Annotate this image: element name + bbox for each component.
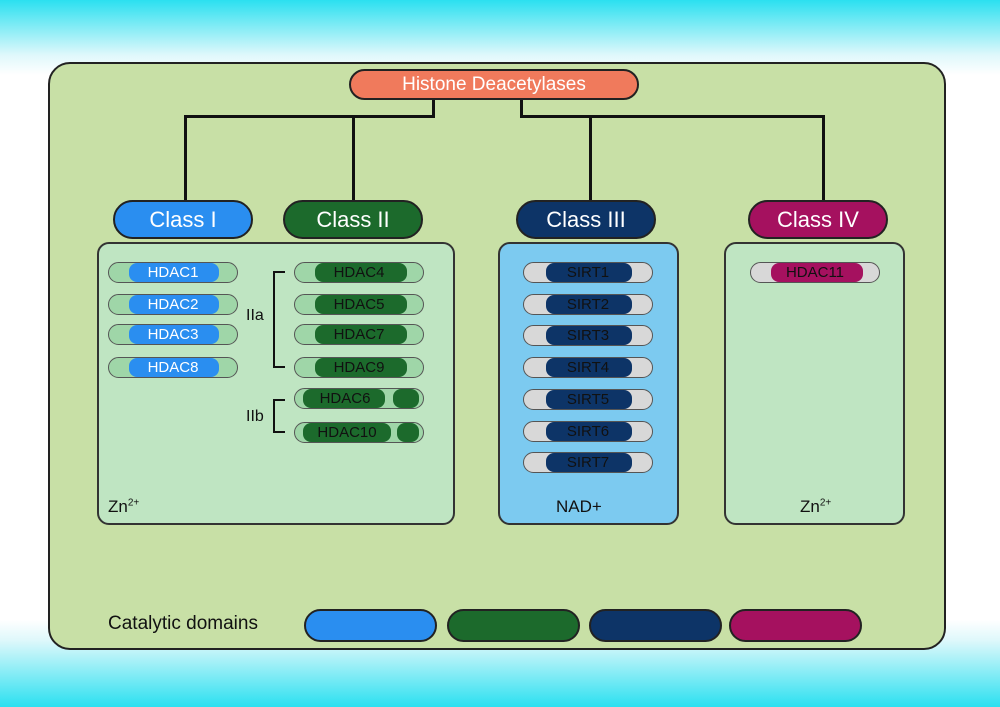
class-iii-pill: Class III <box>516 200 656 239</box>
protein-hdac6: HDAC6 <box>294 388 424 409</box>
legend-swatch-class-iii <box>589 609 722 642</box>
connector <box>352 115 355 201</box>
protein-label: SIRT2 <box>566 296 610 313</box>
catalytic-domain <box>129 263 219 282</box>
catalytic-domain <box>771 263 863 282</box>
connector <box>520 115 825 118</box>
protein-hdac5: HDAC5 <box>294 294 424 315</box>
protein-sirt6: SIRT6 <box>523 421 653 442</box>
protein-hdac2: HDAC2 <box>108 294 238 315</box>
iib-label: IIb <box>246 408 264 425</box>
connector <box>589 115 592 201</box>
protein-sirt2: SIRT2 <box>523 294 653 315</box>
legend-swatch-class-i <box>304 609 437 642</box>
protein-hdac4: HDAC4 <box>294 262 424 283</box>
zn-cofactor-label: Zn2+ <box>108 497 139 517</box>
catalytic-domain <box>315 295 407 314</box>
legend-swatch-class-ii <box>447 609 580 642</box>
protein-hdac9: HDAC9 <box>294 357 424 378</box>
protein-hdac10: HDAC10 <box>294 422 424 443</box>
catalytic-domain <box>129 358 219 377</box>
class-ii-pill: Class II <box>283 200 423 239</box>
catalytic-domain <box>546 326 632 345</box>
class-i-ii-box <box>97 242 455 525</box>
catalytic-domain <box>303 389 385 408</box>
zn-charge: 2+ <box>819 497 832 509</box>
catalytic-domain <box>546 295 632 314</box>
catalytic-domain <box>315 263 407 282</box>
zn-cofactor-label: Zn2+ <box>800 497 831 517</box>
protein-label: HDAC1 <box>147 264 199 281</box>
catalytic-domain <box>129 295 219 314</box>
catalytic-domain <box>546 390 632 409</box>
protein-hdac8: HDAC8 <box>108 357 238 378</box>
nad-cofactor-label: NAD+ <box>556 497 602 516</box>
catalytic-domain <box>546 263 632 282</box>
connector <box>184 115 187 201</box>
protein-sirt4: SIRT4 <box>523 357 653 378</box>
protein-hdac1: HDAC1 <box>108 262 238 283</box>
iib-bracket <box>273 399 285 433</box>
class-iv-box <box>724 242 905 525</box>
protein-label: SIRT5 <box>566 391 610 408</box>
protein-sirt5: SIRT5 <box>523 389 653 410</box>
protein-label: HDAC10 <box>317 424 377 441</box>
catalytic-domain <box>315 325 407 344</box>
protein-label: HDAC6 <box>319 390 371 407</box>
zn-base: Zn <box>800 497 820 516</box>
catalytic-domain <box>397 423 419 442</box>
legend-swatch-class-iv <box>729 609 862 642</box>
iia-bracket <box>273 271 285 368</box>
protein-label: HDAC2 <box>147 296 199 313</box>
protein-sirt1: SIRT1 <box>523 262 653 283</box>
catalytic-domain <box>129 325 219 344</box>
protein-label: SIRT3 <box>566 327 610 344</box>
catalytic-domain <box>303 423 391 442</box>
protein-hdac11: HDAC11 <box>750 262 880 283</box>
zn-charge: 2+ <box>127 497 140 509</box>
protein-label: HDAC8 <box>147 359 199 376</box>
protein-label: HDAC3 <box>147 326 199 343</box>
protein-label: HDAC4 <box>333 264 385 281</box>
protein-label: SIRT7 <box>566 454 610 471</box>
protein-hdac3: HDAC3 <box>108 324 238 345</box>
protein-sirt3: SIRT3 <box>523 325 653 346</box>
protein-label: SIRT4 <box>566 359 610 376</box>
protein-label: HDAC11 <box>785 264 845 281</box>
protein-label: HDAC7 <box>333 326 385 343</box>
protein-label: HDAC9 <box>333 359 385 376</box>
catalytic-domain <box>315 358 407 377</box>
protein-label: SIRT1 <box>566 264 610 281</box>
catalytic-domain <box>546 422 632 441</box>
class-iii-box <box>498 242 679 525</box>
class-iv-pill: Class IV <box>748 200 888 239</box>
iia-label: IIa <box>246 307 264 324</box>
catalytic-domain <box>393 389 419 408</box>
protein-label: SIRT6 <box>566 423 610 440</box>
diagram-title: Histone Deacetylases <box>349 69 639 100</box>
catalytic-domain <box>546 358 632 377</box>
catalytic-domain <box>546 453 632 472</box>
connector <box>432 99 435 117</box>
legend-label: Catalytic domains <box>108 613 258 634</box>
zn-base: Zn <box>108 497 128 516</box>
connector <box>520 99 523 117</box>
class-i-pill: Class I <box>113 200 253 239</box>
connector <box>184 115 435 118</box>
connector <box>822 115 825 201</box>
protein-sirt7: SIRT7 <box>523 452 653 473</box>
protein-hdac7: HDAC7 <box>294 324 424 345</box>
protein-label: HDAC5 <box>333 296 385 313</box>
